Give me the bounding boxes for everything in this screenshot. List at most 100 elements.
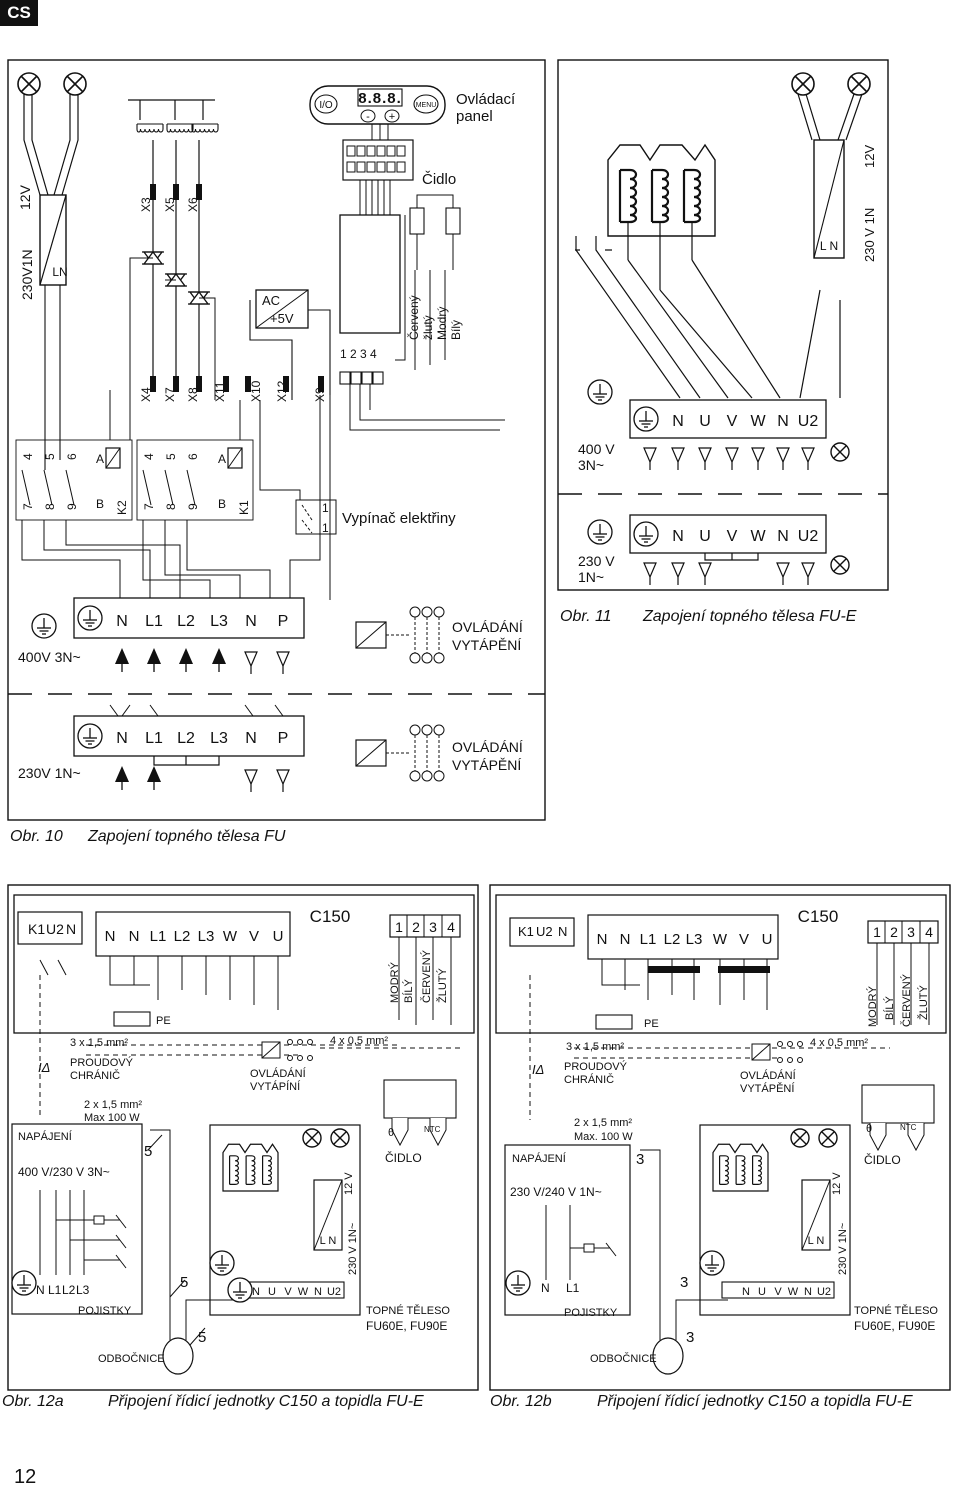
svg-text:400 V: 400 V [578,441,615,457]
svg-text:L N: L N [820,239,838,253]
svg-text:L2: L2 [177,613,195,630]
svg-text:N: N [620,931,631,948]
heater-element [607,143,716,290]
svg-text:5: 5 [43,453,57,460]
ground-icon [77,605,103,631]
svg-text:V: V [284,1286,292,1298]
plus-button[interactable] [384,109,400,123]
svg-text:Max 100 W: Max 100 W [84,1112,140,1124]
svg-text:L1: L1 [150,928,167,945]
ground-icon [699,1250,725,1276]
svg-text:N: N [742,1286,750,1298]
control-panel: I/O 8.8.8. - + MENU [309,85,446,125]
svg-text:6: 6 [65,453,79,460]
svg-text:V: V [249,928,259,945]
svg-text:B: B [218,497,226,511]
dc-label: +5V [270,311,294,326]
svg-text:N: N [252,1286,260,1298]
svg-text:L2: L2 [664,931,681,948]
svg-text:3: 3 [429,919,437,935]
svg-text:X10: X10 [249,380,263,402]
sensor-label: Čidlo [422,171,456,188]
svg-text:5: 5 [144,1143,152,1160]
svg-text:C150: C150 [798,907,839,926]
svg-text:L2: L2 [62,1283,76,1297]
svg-text:W: W [750,413,766,430]
fig12a-frame [7,884,479,1391]
arrow-icon [178,647,194,673]
arrow-icon [276,769,290,793]
terminal-strip-230v [73,715,305,757]
svg-text:12 V: 12 V [343,1172,355,1195]
svg-text:BÍLÝ: BÍLÝ [883,995,896,1020]
arrow-icon [146,647,162,673]
svg-text:L3: L3 [210,613,228,630]
ac-label: AC [262,293,280,308]
caption-fig10: Obr. 10 [10,828,63,845]
io-button[interactable] [314,94,338,114]
svg-text:400 V/230 V 3N~: 400 V/230 V 3N~ [18,1165,110,1179]
svg-text:230 V 1N~: 230 V 1N~ [347,1223,359,1275]
ground-icon [31,613,57,639]
arrows-230v [643,562,815,586]
control-panel-label: panel [456,108,493,125]
svg-text:ODBOČNICE: ODBOČNICE [590,1352,657,1365]
caption-fig10-text: Zapojení topného tělesa FU [88,828,286,845]
lamp-icon [847,72,871,96]
svg-text:CHRÁNIČ: CHRÁNIČ [70,1069,120,1082]
svg-text:MODRÝ: MODRÝ [388,961,401,1003]
svg-text:230 V/240 V 1N~: 230 V/240 V 1N~ [510,1185,602,1199]
fig12b-frame [489,884,951,1391]
svg-text:BÍLÝ: BÍLÝ [402,978,415,1003]
junction-box [162,1337,194,1375]
arrows-400v [643,447,815,471]
svg-text:ČERVENÝ: ČERVENÝ [900,973,913,1027]
heater-element-group [128,99,219,133]
heating-control-relay [355,606,445,664]
svg-text:U2: U2 [798,413,819,430]
control-pcb [339,214,401,334]
heating-control-label: VYTÁPĚNÍ [452,637,521,653]
svg-text:ODBOČNICE: ODBOČNICE [98,1352,165,1365]
menu-button[interactable] [413,94,439,114]
arrow-icon [114,765,130,791]
svg-text:OVLÁDÁNÍ: OVLÁDÁNÍ [250,1067,307,1080]
svg-text:L1: L1 [640,931,657,948]
svg-text:N: N [129,928,140,945]
terminal-x5: X5 [163,197,177,212]
svg-text:NAPÁJENÍ: NAPÁJENÍ [512,1152,567,1165]
svg-text:8.8.8.: 8.8.8. [358,90,402,107]
svg-text:ČERVENÝ: ČERVENÝ [420,949,433,1003]
svg-text:TOPNÉ TĚLESO: TOPNÉ TĚLESO [854,1304,938,1317]
sensor-label: ČIDLO [385,1150,422,1165]
svg-text:N: N [36,1283,45,1297]
svg-text:TOPNÉ TĚLESO: TOPNÉ TĚLESO [366,1304,450,1317]
svg-text:X9: X9 [313,387,327,402]
svg-text:Max. 100 W: Max. 100 W [574,1131,633,1143]
svg-text:W: W [223,928,238,945]
svg-text:8: 8 [43,503,57,510]
svg-text:L1: L1 [566,1281,580,1295]
svg-text:1: 1 [322,521,329,535]
unit-name: C150 [310,907,351,926]
svg-text:N: N [245,730,257,747]
svg-text:230 V 1N~: 230 V 1N~ [837,1223,849,1275]
svg-text:U2: U2 [327,1286,341,1298]
svg-text:U2: U2 [798,528,819,545]
svg-text:1: 1 [873,924,881,940]
svg-text:OVLÁDÁNÍ: OVLÁDÁNÍ [452,739,523,755]
svg-text:ŽLUTÝ: ŽLUTÝ [436,968,449,1004]
ground-icon [505,1270,531,1296]
svg-text:L3: L3 [76,1283,90,1297]
svg-text:3 x 1,5 mm²: 3 x 1,5 mm² [566,1041,624,1053]
svg-text:X7: X7 [163,387,177,402]
minus-button[interactable] [360,109,376,123]
ground-icon [633,521,659,547]
arrow-icon [114,647,130,673]
ground-icon [587,379,613,405]
svg-text:K1: K1 [237,500,251,515]
svg-text:-: - [366,111,370,123]
svg-text:2 x 1,5 mm²: 2 x 1,5 mm² [574,1117,632,1129]
svg-text:5: 5 [180,1274,188,1291]
svg-text:L N: L N [320,1235,337,1247]
